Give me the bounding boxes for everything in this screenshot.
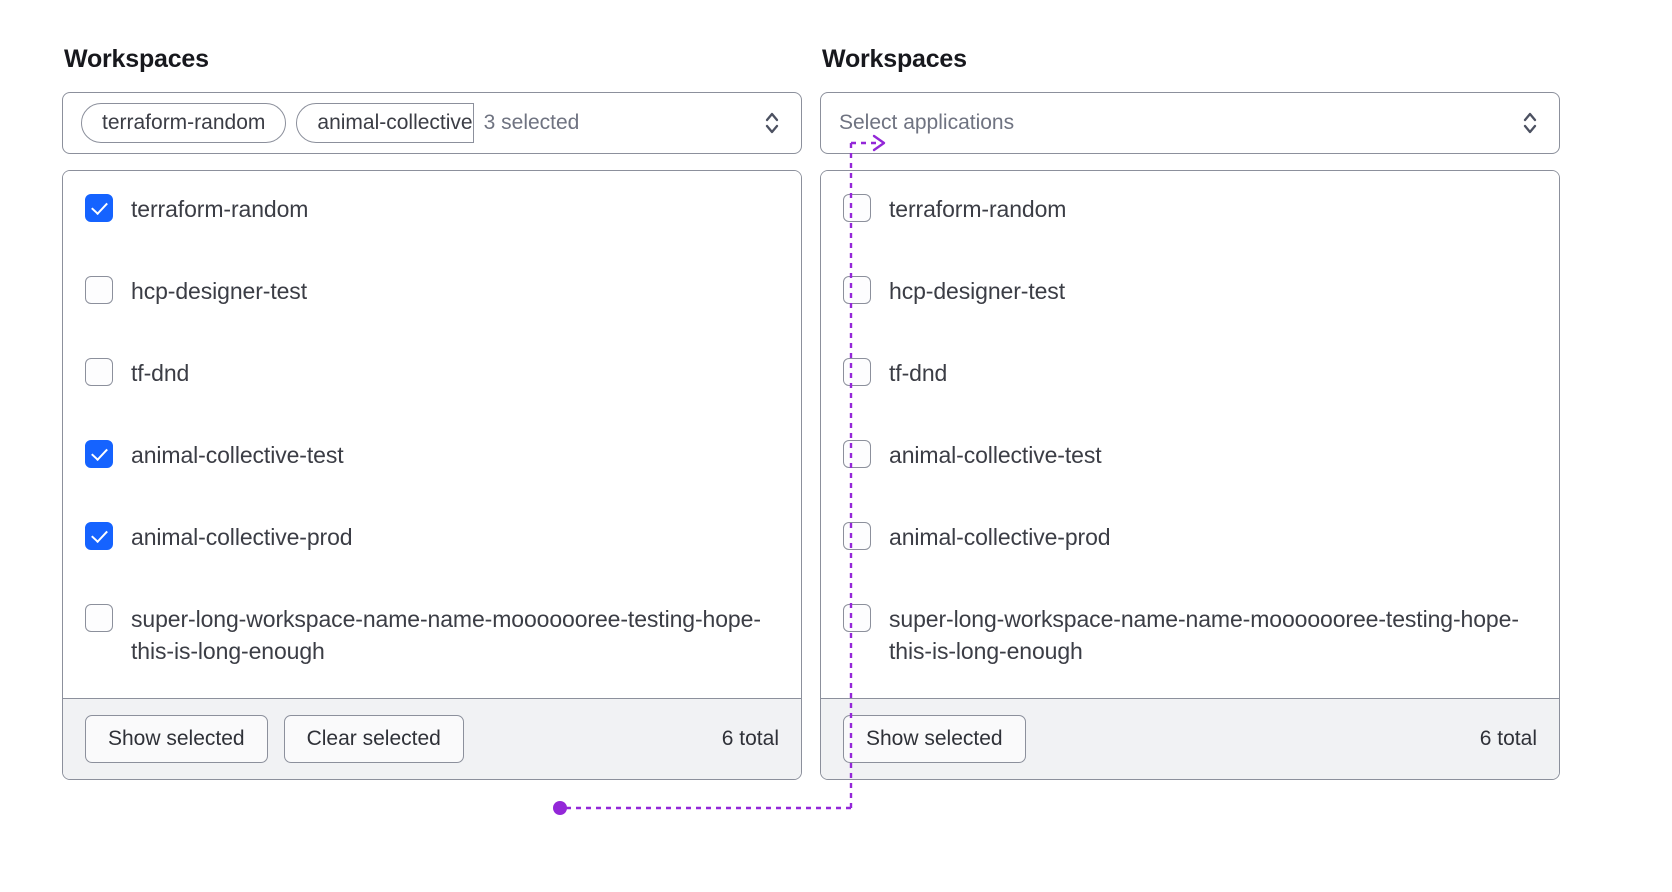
page-title-right: Workspaces	[822, 45, 967, 73]
checkbox-animal-collective-test[interactable]	[85, 439, 113, 468]
chevron-up-down-icon[interactable]	[1517, 106, 1543, 140]
checkbox-tf-dnd[interactable]	[85, 357, 113, 386]
selected-count-text: 3 selected	[483, 110, 580, 134]
clear-selected-button[interactable]: Clear selected	[283, 714, 464, 763]
list-item[interactable]: hcp-designer-test	[63, 275, 801, 319]
listbox-footer-left: Show selected Clear selected 6 total	[63, 697, 801, 779]
option-label: animal-collective-test	[131, 441, 344, 468]
checkbox-tf-dnd[interactable]	[843, 357, 871, 386]
option-label: animal-collective-test	[889, 441, 1102, 468]
list-item[interactable]: hcp-designer-test	[821, 275, 1559, 319]
option-label: super-long-workspace-name-name-moooooore…	[131, 605, 761, 665]
total-count-right: 6 total	[1479, 726, 1537, 750]
options-list-left: terraform-random hcp-designer-test tf-dn…	[63, 170, 801, 698]
workspaces-panel-right: Workspaces Select applications terraform…	[820, 45, 1560, 780]
list-item[interactable]: super-long-workspace-name-name-moooooore…	[821, 603, 1559, 668]
show-selected-button[interactable]: Show selected	[85, 714, 268, 763]
workspaces-multiselect-field[interactable]: terraform-random animal-collective 3 sel…	[62, 91, 802, 154]
list-item[interactable]: tf-dnd	[63, 357, 801, 401]
option-label: hcp-designer-test	[131, 277, 307, 304]
option-label: terraform-random	[131, 195, 309, 222]
list-item[interactable]: tf-dnd	[821, 357, 1559, 401]
option-label: hcp-designer-test	[889, 277, 1065, 304]
list-item[interactable]: animal-collective-test	[821, 439, 1559, 483]
page-title-left: Workspaces	[64, 45, 209, 73]
pill-animal-collective[interactable]: animal-collective	[296, 102, 474, 143]
listbox-footer-right: Show selected 6 total	[821, 697, 1559, 779]
selected-pills: terraform-random animal-collective	[81, 102, 474, 143]
pill-terraform-random[interactable]: terraform-random	[81, 102, 287, 143]
checkbox-super-long-workspace-name[interactable]	[85, 603, 113, 632]
applications-multiselect-field[interactable]: Select applications	[820, 91, 1560, 154]
list-item[interactable]: terraform-random	[821, 193, 1559, 237]
list-item[interactable]: animal-collective-test	[63, 439, 801, 483]
list-item[interactable]: animal-collective-prod	[821, 521, 1559, 565]
checkbox-animal-collective-prod[interactable]	[85, 521, 113, 550]
checkbox-terraform-random[interactable]	[85, 193, 113, 222]
checkbox-super-long-workspace-name[interactable]	[843, 603, 871, 632]
total-count-left: 6 total	[721, 726, 779, 750]
workspaces-options-listbox-right: terraform-random hcp-designer-test tf-dn…	[820, 169, 1560, 780]
checkbox-hcp-designer-test[interactable]	[843, 275, 871, 304]
workspaces-panel-left: Workspaces terraform-random animal-colle…	[62, 45, 802, 780]
checkbox-animal-collective-prod[interactable]	[843, 521, 871, 550]
checkbox-terraform-random[interactable]	[843, 193, 871, 222]
list-item[interactable]: super-long-workspace-name-name-moooooore…	[63, 603, 801, 668]
chevron-up-down-icon[interactable]	[759, 106, 785, 140]
list-item[interactable]: terraform-random	[63, 193, 801, 237]
option-label: tf-dnd	[131, 359, 190, 386]
option-label: tf-dnd	[889, 359, 948, 386]
show-selected-button[interactable]: Show selected	[843, 714, 1026, 763]
option-label: animal-collective-prod	[131, 523, 353, 550]
checkbox-animal-collective-test[interactable]	[843, 439, 871, 468]
workspaces-options-listbox-left: terraform-random hcp-designer-test tf-dn…	[62, 169, 802, 780]
checkbox-hcp-designer-test[interactable]	[85, 275, 113, 304]
annotation-anchor-dot	[553, 801, 567, 815]
select-placeholder-text: Select applications	[839, 110, 1015, 134]
list-item[interactable]: animal-collective-prod	[63, 521, 801, 565]
option-label: animal-collective-prod	[889, 523, 1111, 550]
option-label: super-long-workspace-name-name-moooooore…	[889, 605, 1519, 665]
option-label: terraform-random	[889, 195, 1067, 222]
options-list-right: terraform-random hcp-designer-test tf-dn…	[821, 170, 1559, 698]
